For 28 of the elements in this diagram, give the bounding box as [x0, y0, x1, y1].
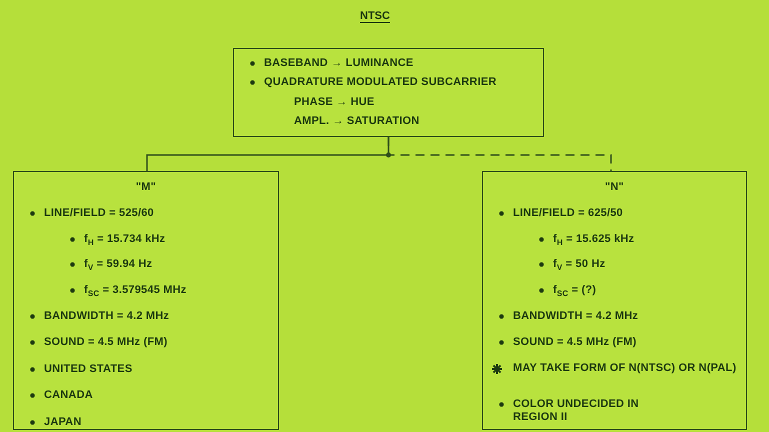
list-item: SOUND = 4.5 MHz (FM)	[44, 336, 168, 349]
list-item: AMPL. → SATURATION	[294, 115, 420, 128]
list-item: f$_{H}$ = 15.625 kHz	[553, 233, 634, 250]
diagram-title: NTSC	[360, 10, 390, 22]
list-item: f$_{H}$ = 15.734 kHz	[84, 233, 166, 250]
list-item: BANDWIDTH = 4.2 MHz	[44, 310, 170, 323]
list-item: LINE/FIELD = 525/60	[44, 207, 154, 220]
list-item: f$_{SC}$ = (?)	[553, 284, 596, 300]
list-item: BASEBAND → LUMINANCE	[264, 57, 414, 70]
list-item: UNITED STATES	[44, 363, 132, 376]
text-box	[233, 48, 544, 137]
list-item: PHASE → HUE	[294, 96, 374, 109]
list-item: LINE/FIELD = 625/50	[513, 207, 623, 220]
list-item: f$_{SC}$ = 3.579545 MHz	[84, 284, 186, 300]
list-item: CANADA	[44, 389, 93, 402]
box-heading: "M"	[134, 181, 158, 194]
dashed-connector	[388, 137, 612, 171]
list-item: f$_{V}$ = 59.94 Hz	[84, 258, 152, 274]
list-item: JAPAN	[44, 416, 82, 429]
list-item: MAY TAKE FORM OF N(NTSC) OR N(PAL)	[513, 362, 738, 375]
list-item: BANDWIDTH = 4.2 MHz	[513, 310, 638, 323]
text-box	[13, 171, 279, 430]
text-box	[482, 171, 747, 430]
list-item: QUADRATURE MODULATED SUBCARRIER	[264, 76, 497, 89]
list-item: SOUND = 4.5 MHz (FM)	[513, 336, 636, 349]
box-heading: "N"	[604, 181, 625, 194]
list-item: COLOR UNDECIDED IN REGION II	[513, 398, 640, 424]
list-item: f$_{V}$ = 50 Hz	[553, 258, 606, 274]
